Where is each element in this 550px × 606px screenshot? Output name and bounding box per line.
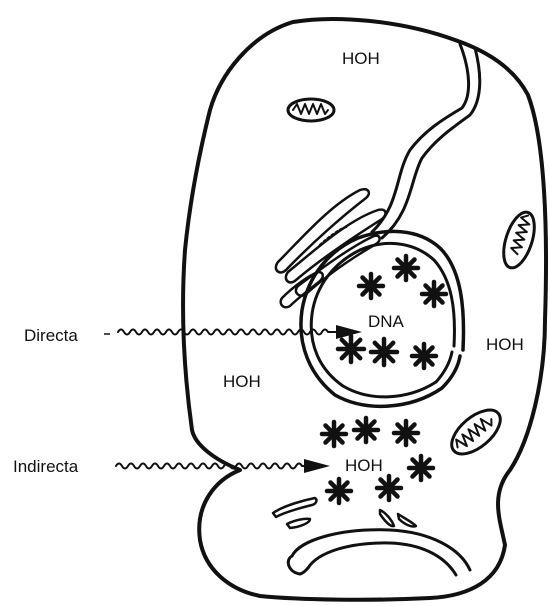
asterisk-radical — [338, 336, 364, 362]
label-hoh-top: HOH — [342, 49, 380, 68]
asterisk-radical — [394, 421, 418, 445]
label-hoh-left: HOH — [223, 372, 261, 391]
bottom-channel — [288, 530, 470, 575]
label-directa: Directa — [24, 326, 78, 345]
label-dna: DNA — [368, 312, 405, 331]
asterisk-radical — [377, 476, 401, 500]
cell-membrane — [183, 19, 546, 600]
mitochondrion-lower — [444, 402, 508, 462]
radical-asterisks — [322, 256, 446, 503]
asterisk-radical — [409, 456, 433, 480]
label-hoh-bottom: HOH — [345, 456, 383, 475]
label-indirecta: Indirecta — [13, 457, 79, 476]
asterisk-radical — [422, 282, 446, 306]
label-hoh-right: HOH — [486, 335, 524, 354]
mitochondrion-right — [498, 208, 541, 271]
mitochondrion-top — [288, 99, 334, 121]
direct-radiation-arrow — [118, 325, 362, 339]
asterisk-radical — [322, 422, 346, 446]
asterisk-radical — [412, 344, 436, 368]
asterisk-radical — [327, 479, 351, 503]
asterisk-radical — [371, 339, 397, 365]
asterisk-radical — [354, 418, 378, 442]
asterisk-radical — [359, 274, 383, 298]
vesicles — [273, 498, 416, 528]
er-channel — [372, 44, 480, 238]
asterisk-radical — [394, 256, 418, 280]
